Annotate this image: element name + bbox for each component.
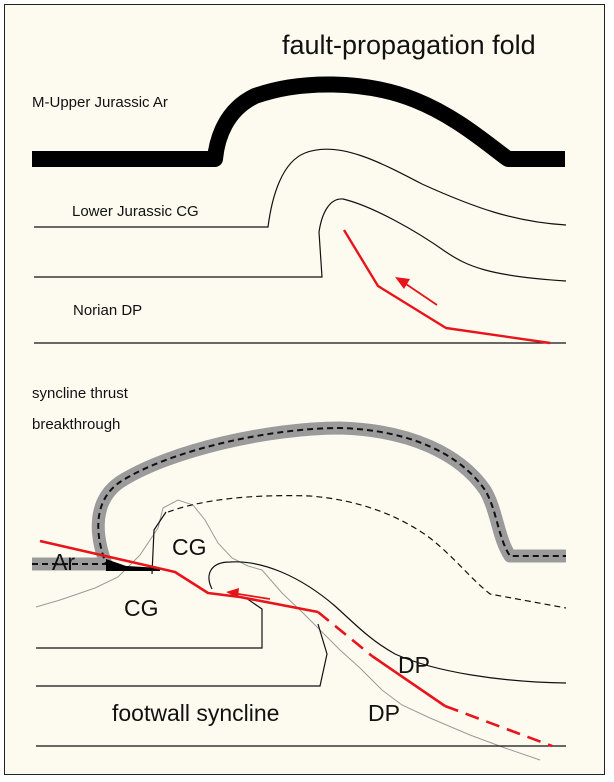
label-upper-dp: Norian DP	[73, 302, 142, 319]
label-lower-cg-lower: CG	[124, 595, 159, 622]
diagram-title: fault-propagation fold	[282, 30, 536, 61]
label-upper-cg: Lower Jurassic CG	[72, 203, 199, 220]
footwall-dp-top	[36, 624, 327, 686]
label-lower-dp-upper: DP	[398, 652, 430, 679]
label-upper-ar: M-Upper Jurassic Ar	[32, 94, 168, 111]
lower-heading-line2: breakthrough	[32, 416, 120, 433]
upper-cg-fold-line	[152, 512, 166, 574]
label-lower-dp-lower: DP	[368, 700, 400, 727]
label-footwall-syncline: footwall syncline	[112, 700, 279, 727]
label-lower-cg-upper: CG	[172, 534, 207, 561]
upper-fault	[344, 230, 550, 343]
lower-heading-line1: syncline thrust	[32, 385, 128, 402]
lower-fault-dashed-2	[445, 706, 552, 746]
label-lower-ar: Ar	[52, 549, 75, 576]
